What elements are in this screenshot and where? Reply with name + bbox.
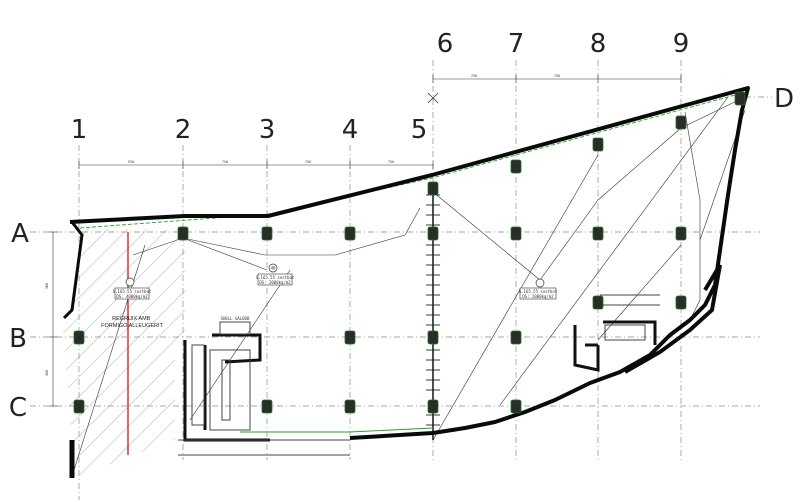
column <box>344 330 356 345</box>
column <box>592 226 604 241</box>
column <box>427 330 439 345</box>
column <box>675 226 687 241</box>
axis-label-8: 8 <box>590 29 607 59</box>
axis-label-D: D <box>774 84 794 114</box>
interior-walls <box>183 320 657 442</box>
forjat-note: REGRUIX AMB FORMIGO ALLEUGERIT <box>101 316 163 329</box>
axis-label-1: 1 <box>71 115 88 145</box>
column <box>427 181 439 196</box>
axis-label-B: B <box>9 324 27 354</box>
column <box>261 399 273 414</box>
horizontal-axis-labels: A B C D <box>9 84 794 423</box>
column <box>261 226 273 241</box>
svg-text:S.165.55 sostbot: S.165.55 sostbot <box>519 289 558 294</box>
forjat-note-line: REGRUIX AMB <box>112 316 151 322</box>
green-edge-bottom <box>240 427 434 433</box>
interior-thin-walls <box>178 294 660 456</box>
column <box>177 226 189 241</box>
column <box>344 399 356 414</box>
small-room-label: SHELL GALBOB <box>221 316 250 321</box>
dim-top-3: 750 <box>305 160 311 164</box>
slab-outline-right-edge <box>624 263 722 374</box>
column <box>73 399 85 414</box>
load-annotation-right: S.165.55 sostbot DS: 2000kg/m2 <box>519 278 558 300</box>
dimension-lines <box>49 75 682 407</box>
dim-left-2: 300 <box>45 370 49 376</box>
svg-text:DS: 2000kg/m2: DS: 2000kg/m2 <box>259 280 291 285</box>
dim-top-2: 750 <box>222 160 228 164</box>
dim-top-4: 750 <box>388 160 394 164</box>
column <box>427 226 439 241</box>
column <box>675 115 687 130</box>
column <box>510 159 522 174</box>
column <box>73 330 85 345</box>
columns <box>73 91 746 414</box>
dimension-texts: 930 750 750 750 750 750 300 300 <box>45 74 560 376</box>
column <box>510 226 522 241</box>
svg-text:S.165.55 sostbot: S.165.55 sostbot <box>113 289 152 294</box>
dim-top-1: 930 <box>128 160 134 164</box>
column <box>592 295 604 310</box>
svg-text:DS: 2000kg/m2: DS: 2000kg/m2 <box>522 294 554 299</box>
column <box>592 137 604 152</box>
axis-label-4: 4 <box>342 115 359 145</box>
column <box>510 399 522 414</box>
load-annotation-left: S.165.55 sostbot DS: 4000kg/m2 <box>113 277 152 300</box>
hatched-zone <box>63 228 185 476</box>
axis-label-5: 5 <box>411 115 428 145</box>
dim-top-5: 750 <box>471 74 477 78</box>
axis-label-A: A <box>11 219 29 249</box>
axis-label-3: 3 <box>259 115 276 145</box>
axis-label-C: C <box>9 393 27 423</box>
forjat-note-line: FORMIGO ALLEUGERIT <box>101 323 163 329</box>
axis-marker-x <box>427 92 439 104</box>
vertical-axis-labels: 1 2 3 4 5 6 7 8 9 <box>71 29 690 145</box>
axis-label-6: 6 <box>437 29 454 59</box>
column <box>675 295 687 310</box>
axis-label-7: 7 <box>508 29 525 59</box>
slab-outline-left <box>62 221 84 320</box>
svg-text:DS: 4000kg/m2: DS: 4000kg/m2 <box>116 294 148 299</box>
svg-text:S.165.55 sostbot: S.165.55 sostbot <box>256 275 295 280</box>
column <box>344 226 356 241</box>
column <box>510 330 522 345</box>
column <box>427 399 439 414</box>
axis-label-9: 9 <box>673 29 690 59</box>
load-annotation-mid: 40 S.165.55 sostbot DS: 2000kg/m2 <box>256 263 295 286</box>
dim-left-1: 300 <box>45 283 49 289</box>
marker-label: 40 <box>271 266 276 271</box>
slab-outline <box>69 86 750 440</box>
dim-top-6: 750 <box>554 74 560 78</box>
column <box>734 91 746 106</box>
axis-label-2: 2 <box>175 115 192 145</box>
